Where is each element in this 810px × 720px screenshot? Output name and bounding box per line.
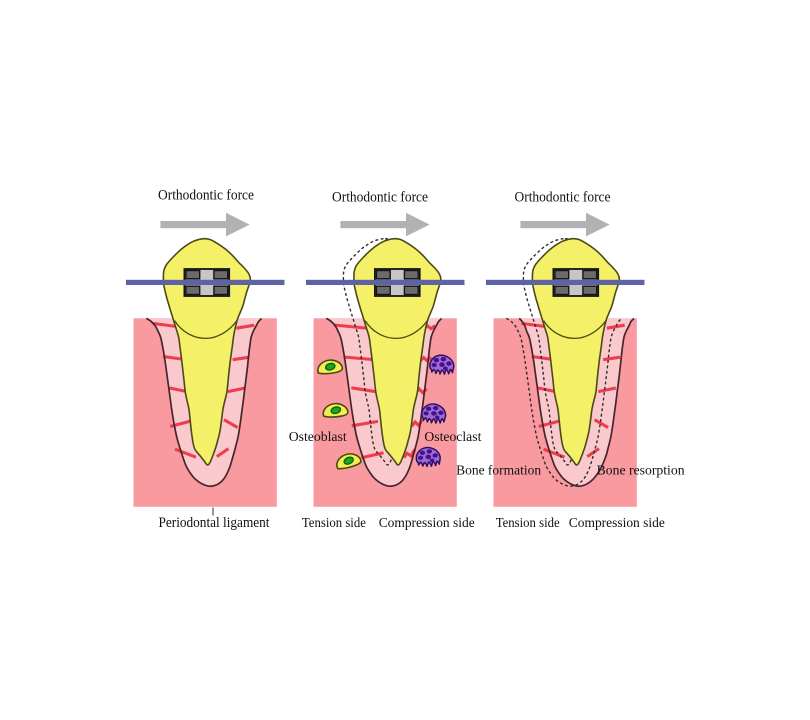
svg-text:Compression side: Compression side xyxy=(569,516,665,531)
svg-text:Orthodontic force: Orthodontic force xyxy=(515,190,611,206)
svg-text:Tension side: Tension side xyxy=(302,516,366,531)
svg-text:Bone formation: Bone formation xyxy=(456,463,541,478)
svg-text:Tension side: Tension side xyxy=(496,516,560,531)
svg-text:Orthodontic force: Orthodontic force xyxy=(332,190,428,206)
svg-text:Periodontal ligament: Periodontal ligament xyxy=(159,515,271,531)
svg-text:Osteoblast: Osteoblast xyxy=(289,430,347,445)
svg-text:Osteoclast: Osteoclast xyxy=(424,430,481,445)
svg-text:Compression side: Compression side xyxy=(379,516,475,531)
svg-text:Orthodontic force: Orthodontic force xyxy=(158,188,254,204)
svg-text:Bone resorption: Bone resorption xyxy=(597,463,685,478)
